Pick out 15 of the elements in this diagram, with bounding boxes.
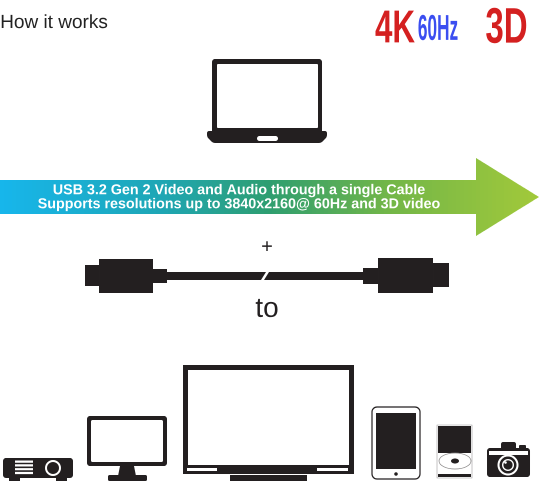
banner-text: USB 3.2 Gen 2 Video and Audio through a single Cable Supports resolutions up to 3840x2160@ 60Hz and 3D video xyxy=(38,184,440,212)
title: How it works xyxy=(2,14,108,28)
feature-label: 4K xyxy=(375,10,415,42)
cable-caption: to xyxy=(256,298,278,318)
disc-player-icon xyxy=(436,424,472,478)
feature-label: 60Hz xyxy=(418,14,458,40)
camera-icon xyxy=(487,442,530,477)
tv-icon xyxy=(183,365,354,481)
laptop-icon xyxy=(207,59,327,143)
feature-label: 3D xyxy=(486,8,526,44)
plus-sign: + xyxy=(262,241,272,252)
monitor-icon xyxy=(87,416,167,481)
cable-icon xyxy=(85,258,449,293)
tablet-icon xyxy=(371,406,421,480)
projector-icon xyxy=(3,458,73,481)
